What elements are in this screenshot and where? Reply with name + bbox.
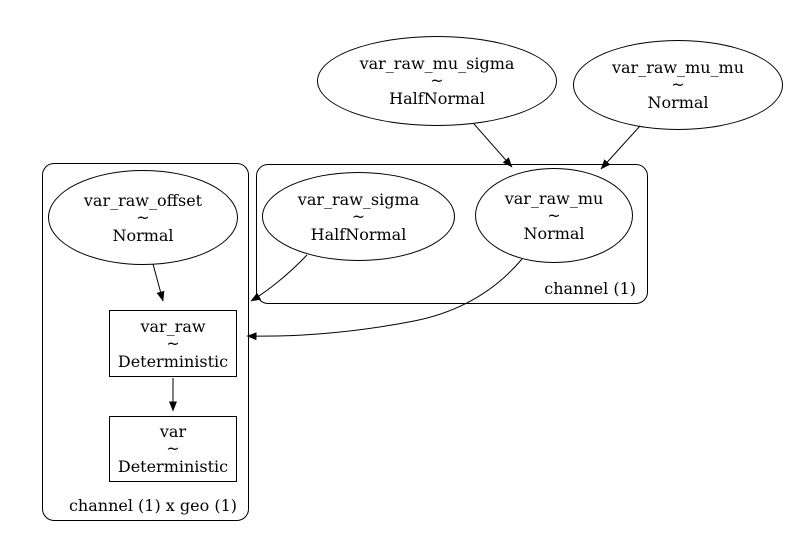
node-var_raw_mu_sigma-relation: ~ xyxy=(430,71,444,90)
node-var_raw_mu_mu-name: var_raw_mu_mu xyxy=(611,58,745,77)
node-var_raw_mu_sigma-distribution: HalfNormal xyxy=(389,89,485,108)
edge-var_raw_mu_sigma-to-var_raw_mu xyxy=(473,123,513,168)
node-var_raw-relation: ~ xyxy=(166,333,180,353)
plate-channel-geo: channel (1) x geo (1) xyxy=(42,163,249,521)
node-var_raw_sigma: var_raw_sigma ~ HalfNormal xyxy=(262,172,455,261)
node-var_raw_mu: var_raw_mu ~ Normal xyxy=(475,168,633,263)
node-var_raw_sigma-distribution: HalfNormal xyxy=(310,224,407,244)
node-var_raw_offset: var_raw_offset ~ Normal xyxy=(48,170,238,265)
node-var_raw_mu_mu: var_raw_mu_mu ~ Normal xyxy=(573,40,783,130)
node-var: var ~ Deterministic xyxy=(109,416,237,482)
node-var_raw_mu_sigma-name: var_raw_mu_sigma xyxy=(359,54,515,73)
node-var_raw_mu-distribution: Normal xyxy=(523,223,585,243)
plate-channel-geo-label: channel (1) x geo (1) xyxy=(68,496,237,515)
node-var_raw: var_raw ~ Deterministic xyxy=(109,310,237,377)
node-var_raw_offset-relation: ~ xyxy=(136,207,150,227)
plate-channel-label: channel (1) xyxy=(544,279,636,298)
node-var_raw_mu-relation: ~ xyxy=(547,205,561,225)
node-var-distribution: Deterministic xyxy=(117,457,229,476)
node-var_raw_mu-name: var_raw_mu xyxy=(504,188,604,208)
node-var_raw_offset-distribution: Normal xyxy=(112,225,174,245)
node-var_raw_offset-name: var_raw_offset xyxy=(83,190,203,210)
node-var_raw_mu_mu-distribution: Normal xyxy=(647,93,709,112)
node-var_raw_mu_sigma: var_raw_mu_sigma ~ HalfNormal xyxy=(317,36,557,126)
node-var_raw_sigma-name: var_raw_sigma xyxy=(297,189,420,209)
node-var_raw_mu_mu-relation: ~ xyxy=(671,75,685,94)
edge-var_raw_mu_mu-to-var_raw_mu xyxy=(600,125,641,170)
node-var_raw_sigma-relation: ~ xyxy=(351,206,366,226)
node-var-relation: ~ xyxy=(166,439,180,458)
node-var_raw-name: var_raw xyxy=(140,316,206,336)
node-var_raw-distribution: Deterministic xyxy=(117,351,229,371)
node-var-name: var xyxy=(159,422,187,441)
